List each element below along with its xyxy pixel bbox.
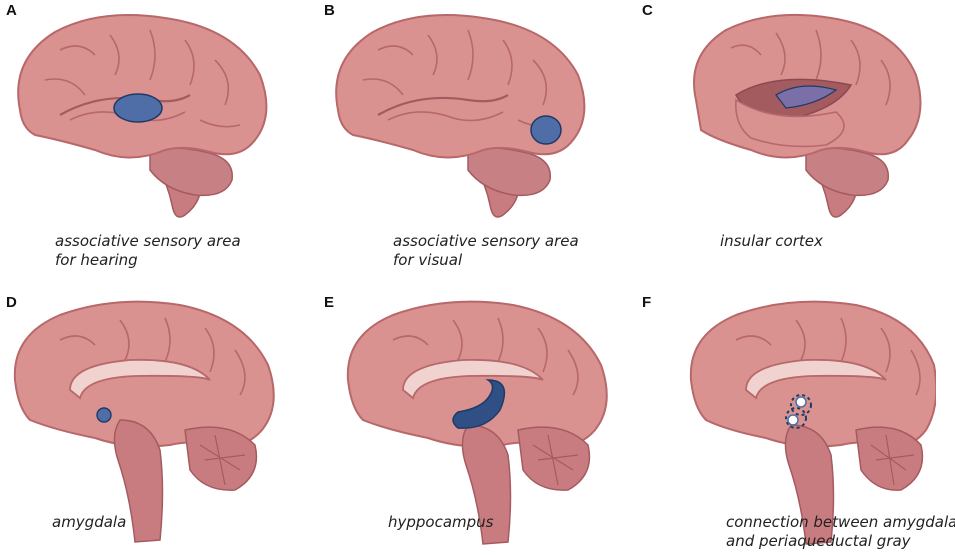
brain-lateral-view [335, 14, 586, 218]
panel-letter: E [324, 294, 335, 311]
caption-line: insular cortex [720, 232, 823, 250]
caption: associative sensory area for visual [393, 232, 579, 270]
highlight-region [113, 93, 163, 123]
panel-b: B associative sensory area for visual [318, 0, 636, 275]
highlight-region [96, 407, 112, 423]
caption: amygdala [52, 513, 126, 532]
brain-medial-view [689, 300, 936, 545]
caption-line: and periaqueductal gray [726, 532, 911, 550]
panel-letter: A [6, 2, 17, 19]
caption: associative sensory area for hearing [55, 232, 241, 270]
caption-line: for visual [393, 251, 463, 269]
panel-f: F connection between amygdala and periaq… [636, 280, 955, 555]
brain-lateral-opened-view [693, 13, 922, 218]
highlight-region [785, 394, 812, 429]
caption: insular cortex [720, 232, 823, 251]
panel-a: A associative sensory area for hearing [0, 0, 318, 275]
panel-letter: F [642, 294, 652, 311]
brain-lateral-view [17, 14, 268, 218]
panel-c: C insular cortex [636, 0, 954, 275]
caption: hyppocampus [388, 513, 494, 532]
highlight-region [775, 85, 838, 109]
caption: connection between amygdala and periaque… [726, 513, 955, 551]
caption-line: associative sensory area [393, 232, 579, 250]
highlight-region [530, 115, 562, 145]
caption-line: associative sensory area [55, 232, 241, 250]
caption-line: for hearing [55, 251, 138, 269]
brain-medial-view [346, 300, 608, 545]
caption-line: hyppocampus [388, 513, 494, 531]
panel-letter: C [642, 2, 653, 19]
caption-line: amygdala [52, 513, 127, 531]
panel-letter: B [324, 2, 335, 19]
panel-e: E hyppocampus [318, 280, 636, 555]
highlight-region [452, 379, 506, 429]
panel-d: D amygdala [0, 280, 318, 555]
panel-letter: D [6, 294, 17, 311]
caption-line: connection between amygdala [726, 513, 955, 531]
brain-medial-view [13, 300, 275, 543]
